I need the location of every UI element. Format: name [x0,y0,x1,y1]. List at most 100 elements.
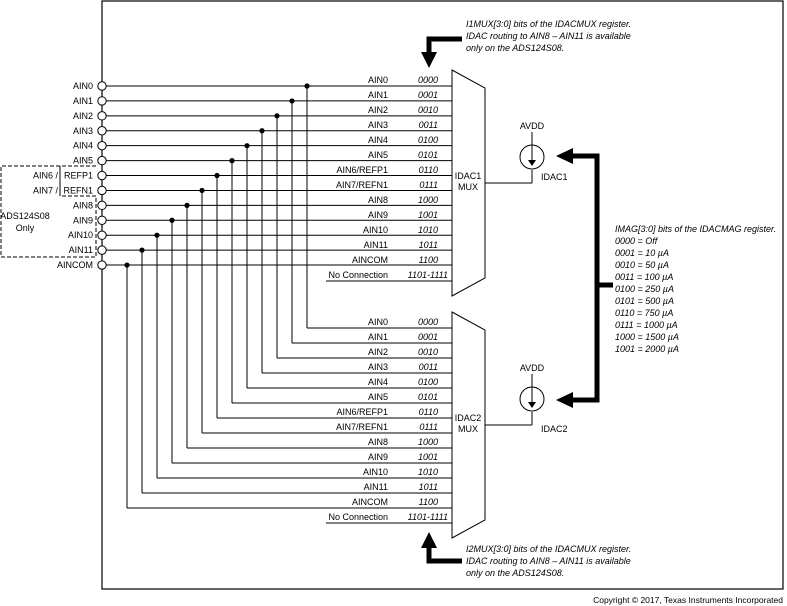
device-boundary [101,0,784,590]
mux-row-code: 0010 [418,105,438,115]
mux-row-code: 0101 [418,150,438,160]
mux-row-label: AIN5 [368,150,388,160]
note-line: 0111 = 1000 µA [615,320,678,330]
note-line: IDAC routing to AIN8 – AIN11 is availabl… [466,31,631,41]
mux-row-label: AIN8 [368,437,388,447]
pin-label: AIN9 [73,215,93,225]
mux-row-label: AIN8 [368,195,388,205]
input-pin [97,81,107,91]
mux-row-label: AIN6/REFP1 [336,165,388,175]
input-pin [97,111,107,121]
junction-dot [139,247,145,253]
idac2-current-source: AVDD IDAC2 [485,363,568,434]
idac1-label: IDAC1 [541,172,568,182]
mux-row-label: AIN10 [363,225,388,235]
pin-label: AIN10 [68,230,93,240]
routing-wires [106,83,452,509]
mux-row-code: 0000 [418,75,438,85]
junction-dot [169,217,175,223]
mux-row-code: 1000 [418,195,438,205]
junction-dot [274,113,280,119]
mux-row-label: AIN0 [368,75,388,85]
junction-dot [259,128,265,134]
note-line: IDAC routing to AIN8 – AIN11 is availabl… [466,556,631,566]
idac2-avdd-label: AVDD [520,363,545,373]
mux-row-code: 0011 [419,120,438,130]
mux-row-code: 1011 [419,482,438,492]
mux-row-label: AIN4 [368,135,388,145]
i2mux-note: I2MUX[3:0] bits of the IDACMUX register.… [466,544,631,578]
junction-dot [214,172,220,179]
mux-row-code: 0011 [419,362,438,372]
mux-row-label: No Connection [328,270,388,280]
mux-row-label: AIN5 [368,392,388,402]
mux-row-label: No Connection [328,512,388,522]
idac1-current-source: AVDD IDAC1 [485,121,568,184]
pin-label: REFN1 [63,185,93,195]
mux-row-code: 0100 [418,377,438,387]
idac1-mux-label-2: MUX [458,182,478,192]
mux-row-label: AIN3 [368,120,388,130]
ads124s08-only-outline [0,165,97,258]
mux-row-code: 1100 [419,255,438,265]
mux-row-label: AIN7/REFN1 [336,422,388,432]
pin-label: AIN2 [73,111,93,121]
pin-label: AIN1 [73,96,93,106]
pin-label: REFP1 [64,171,93,181]
mux-row-code: 0111 [419,180,438,190]
note-line: only on the ADS124S08. [466,568,564,578]
pin-label: AIN3 [73,126,93,136]
mux-row-code: 0001 [418,90,438,100]
mux-row-label: AIN0 [368,317,388,327]
input-pin [97,200,107,211]
mux-row-code: 0111 [419,422,438,432]
mux-row-code: 0000 [418,317,438,327]
note-line: 1001 = 2000 µA [615,344,679,354]
idac1-avdd-label: AVDD [520,121,545,131]
i2mux-arrow [421,532,462,564]
mux-row-label: AIN2 [368,105,388,115]
junction-dot [154,232,160,238]
pin-label: AINCOM [57,260,93,270]
mux-row-label: AIN6/REFP1 [336,407,388,417]
i1mux-arrow [421,36,462,68]
mux-row-label: AIN9 [368,452,388,462]
mux-row-label: AIN1 [368,332,388,342]
i1mux-note: I1MUX[3:0] bits of the IDACMUX register.… [466,19,631,53]
junction-dot [199,187,205,194]
junction-dot [289,98,295,104]
idac2-mux-label-2: MUX [458,424,478,434]
mux-row-label: AIN11 [364,482,388,492]
junction-dot [184,202,190,208]
idac2-mux-label-1: IDAC2 [455,413,482,423]
mux-row-label: AIN4 [368,377,388,387]
pin-label: AIN4 [73,141,93,151]
input-pin [97,140,107,151]
mux-row-code: 1010 [418,467,438,477]
pin-label: AIN6 / [33,171,59,181]
note-line: IMAG[3:0] bits of the IDACMAG register. [615,224,776,234]
input-pin [97,230,107,240]
mux-row-code: 1100 [419,497,438,507]
junction-dot [124,262,130,268]
note-line: 1000 = 1500 µA [615,332,679,342]
input-pin [97,96,107,106]
mux-row-label: AIN3 [368,362,388,372]
mux-row-label: AINCOM [352,255,388,265]
mux-row-label: AIN9 [368,210,388,220]
mux-row-code: 0110 [419,165,438,175]
note-line: I2MUX[3:0] bits of the IDACMUX register. [466,544,631,554]
mux-row-code: 1101-1111 [408,512,448,522]
imag-note: IMAG[3:0] bits of the IDACMAG register. 0… [615,224,776,354]
junction-dot [244,143,250,149]
input-pin [97,126,107,136]
pin-label: AIN0 [73,81,93,91]
note-line: 0101 = 500 µA [615,296,674,306]
mux-row-code: 0101 [418,392,438,402]
input-pin [97,155,107,166]
junction-dot [304,83,310,89]
note-line: I1MUX[3:0] bits of the IDACMUX register. [466,19,631,29]
